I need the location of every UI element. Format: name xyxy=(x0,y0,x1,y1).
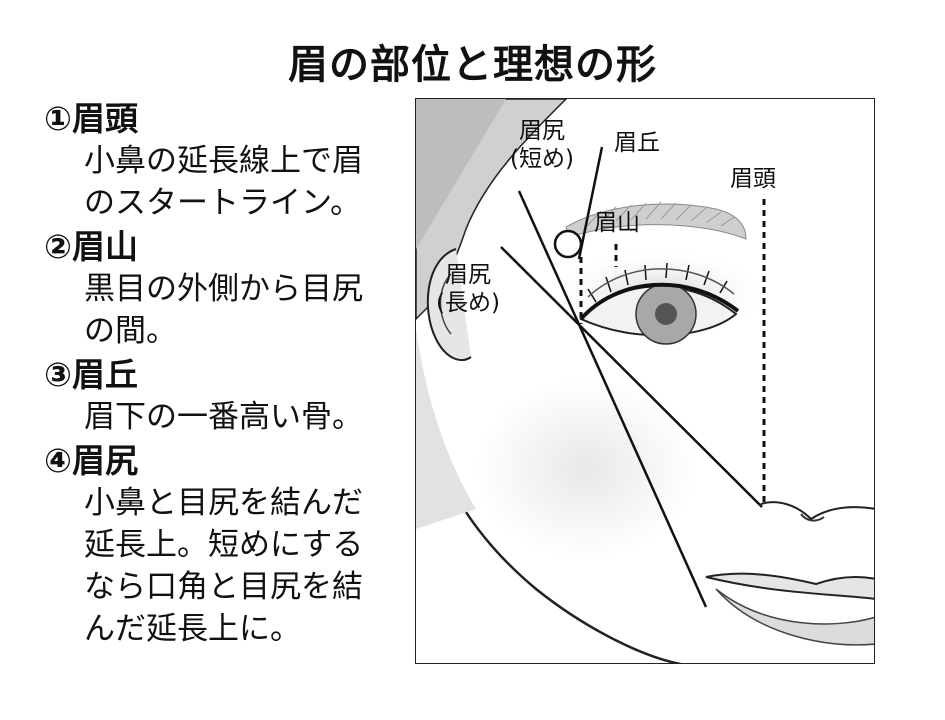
section-mayujiri: ④眉尻 小鼻と目尻を結んだ 延長上。短めにする なら口角と目尻を結 んだ延長上に… xyxy=(44,440,404,650)
section-line: のスタートライン。 xyxy=(84,185,362,221)
label-mayuyama: 眉山 xyxy=(594,210,640,236)
mayuyama-marker-icon xyxy=(553,229,583,259)
section-heading: ③眉丘 xyxy=(44,355,138,394)
hair-shadow xyxy=(416,99,506,249)
section-line: 小鼻と目尻を結んだ xyxy=(84,485,363,521)
guide-line-mayujiri-short xyxy=(517,190,708,608)
eyebrow-shape xyxy=(565,203,747,240)
lower-lip xyxy=(715,588,874,646)
upper-lashline xyxy=(579,282,740,321)
label-line: 眉尻 xyxy=(518,118,565,144)
page-title: 眉の部位と理想の形 xyxy=(288,42,657,88)
guide-line-mayujiri-long xyxy=(500,246,763,508)
upper-lip xyxy=(705,572,874,600)
face-illustration xyxy=(416,99,874,663)
label-mayujiri-short: 眉尻 (短め) xyxy=(510,117,574,173)
label-line: (長め) xyxy=(436,290,500,316)
section-mayuyama: ②眉山 黒目の外側から目尻 の間。 xyxy=(44,226,404,352)
nostril xyxy=(800,513,825,522)
nose-shape xyxy=(760,501,874,521)
section-heading: ④眉尻 xyxy=(44,441,138,480)
pupil xyxy=(655,303,677,325)
section-line: 眉下の一番高い骨。 xyxy=(84,399,363,435)
section-line: 小鼻の延長線上で眉 xyxy=(84,143,363,179)
label-line: (短め) xyxy=(510,146,574,172)
face-diagram: 眉尻 (短め) 眉丘 眉頭 眉山 眉尻 (長め) xyxy=(415,98,875,664)
section-line: の間。 xyxy=(84,313,177,349)
label-mayuoka: 眉丘 xyxy=(614,130,660,156)
section-line: んだ延長上に。 xyxy=(84,611,301,647)
section-line: 黒目の外側から目尻 xyxy=(84,271,363,307)
eyebrow-hairs xyxy=(585,201,735,228)
double-eyelid xyxy=(587,268,735,298)
ear-shape xyxy=(426,248,472,361)
label-line: 眉尻 xyxy=(444,262,491,288)
face-side-shade xyxy=(416,329,476,529)
section-heading: ②眉山 xyxy=(44,227,138,266)
label-mayujiri-long: 眉尻 (長め) xyxy=(436,261,500,317)
cheek-shade xyxy=(476,379,696,559)
section-heading: ①眉頭 xyxy=(44,99,138,138)
guide-line-mayuoka xyxy=(577,146,604,260)
section-line: なら口角と目尻を結 xyxy=(84,569,363,605)
section-line: 延長上。短めにする xyxy=(84,527,364,563)
section-mayugashira: ①眉頭 小鼻の延長線上で眉 のスタートライン。 xyxy=(44,98,404,224)
ear-inner xyxy=(439,273,452,335)
description-list: ①眉頭 小鼻の延長線上で眉 のスタートライン。 ②眉山 黒目の外側から目尻 の間… xyxy=(44,98,404,652)
section-mayuoka: ③眉丘 眉下の一番高い骨。 xyxy=(44,354,404,438)
label-mayugashira: 眉頭 xyxy=(730,166,776,192)
